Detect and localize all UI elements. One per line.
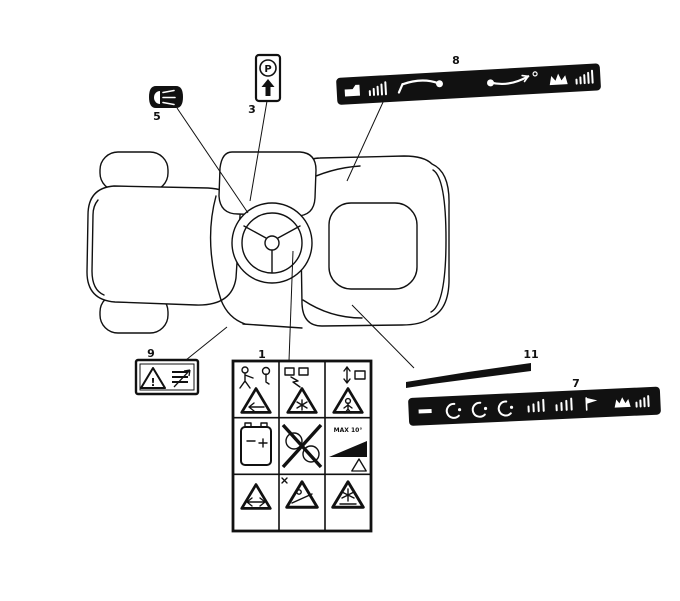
rear-bumper-line <box>430 169 447 313</box>
headlight-icon <box>154 89 176 106</box>
slope-limit-text: MAX 10° <box>334 427 363 434</box>
callout-line-8 <box>346 99 385 182</box>
oil-can-icon <box>344 84 361 97</box>
choke-dash-icon <box>418 408 432 414</box>
stacked-bars-arrow-icon <box>172 369 191 388</box>
decal-7-control-strip <box>408 386 661 426</box>
left-arrow-icon <box>248 402 265 412</box>
decal-8-dash-strip <box>336 63 601 105</box>
lever-diagram-right-icon <box>487 71 538 87</box>
gauge-bars-icon <box>527 398 545 413</box>
tractor-top-view <box>86 151 450 334</box>
slope-line-icon <box>291 493 313 504</box>
fender-cut-bottom <box>302 299 363 319</box>
decal1-cell-prohibit <box>281 423 323 469</box>
gauge-bars-icon-2 <box>555 397 573 412</box>
spring-coil-icon-2 <box>471 401 488 418</box>
decal-5-headlight <box>149 86 183 108</box>
callout-line-3 <box>249 100 268 202</box>
front-left-wheel <box>99 151 169 192</box>
callout-line-1 <box>288 250 294 362</box>
callout-line-11 <box>351 304 415 369</box>
callout-number-7: 7 <box>572 377 580 390</box>
decal1-cell-battery <box>240 422 272 466</box>
updown-arrow-icon <box>343 366 351 384</box>
gauge-bars-icon <box>368 81 387 97</box>
spring-coil-icon <box>445 402 462 419</box>
hood-inner-line <box>91 199 105 296</box>
decal1-cell-slope: MAX 10° <box>329 427 367 472</box>
left-footboard-edge <box>209 195 246 325</box>
callout-number-1: 1 <box>258 348 266 361</box>
steering-spokes <box>243 225 301 273</box>
parking-brake-icon <box>259 59 277 77</box>
callout-lines <box>176 99 415 369</box>
decal-1-safety-grid: MAX 10° <box>231 359 373 533</box>
callout-number-11: 11 <box>523 348 538 361</box>
callout-number-9: 9 <box>147 347 155 360</box>
flag-icon <box>585 397 598 411</box>
slope-limit-icon <box>329 441 367 457</box>
decal-9-warning: ! <box>134 358 200 396</box>
callout-line-9 <box>185 326 228 361</box>
lever-diagram-left-icon <box>397 79 443 94</box>
battery-icon <box>240 426 272 466</box>
grid-lines <box>233 361 371 531</box>
crown-icon <box>614 397 631 408</box>
warning-exclamation: ! <box>150 376 155 389</box>
decal1-cell-rollover <box>281 477 319 509</box>
callout-number-8: 8 <box>452 54 460 67</box>
decal-3-parking-brake: P <box>254 53 282 103</box>
crown-icon <box>549 73 568 86</box>
rotating-blade-icon <box>341 488 355 502</box>
decal1-cell-arrow <box>240 483 272 510</box>
decal-11-stripe <box>406 363 531 388</box>
callout-number-3: 3 <box>248 103 256 116</box>
callout-numbers: 5 3 8 9 1 11 7 <box>147 54 580 390</box>
spring-coil-icon-3 <box>497 400 514 417</box>
steering-hub <box>264 235 280 251</box>
seat <box>328 202 418 290</box>
double-arrow-icon <box>246 497 266 507</box>
decal1-cell-operator <box>239 366 272 414</box>
up-arrow-icon <box>261 79 275 96</box>
callout-line-5 <box>176 107 249 214</box>
trim-stripe <box>406 363 531 388</box>
decal1-cell-battery-sparks <box>284 367 318 414</box>
cross-out-icon <box>281 423 323 469</box>
footplate-line <box>242 323 303 329</box>
gauge-bars-icon-2 <box>575 69 594 85</box>
warning-triangle-icon <box>140 367 166 389</box>
bolt-icon <box>290 376 301 388</box>
x-mark-icon <box>281 477 288 484</box>
parking-brake-letter: P <box>264 64 271 75</box>
spark-burst-icon <box>296 399 308 411</box>
decal1-cell-blade <box>331 480 365 509</box>
gauge-bars-icon-3 <box>635 395 650 408</box>
steering-wheel <box>231 202 313 284</box>
callout-number-5: 5 <box>153 110 161 123</box>
decal1-cell-lift <box>332 366 366 414</box>
